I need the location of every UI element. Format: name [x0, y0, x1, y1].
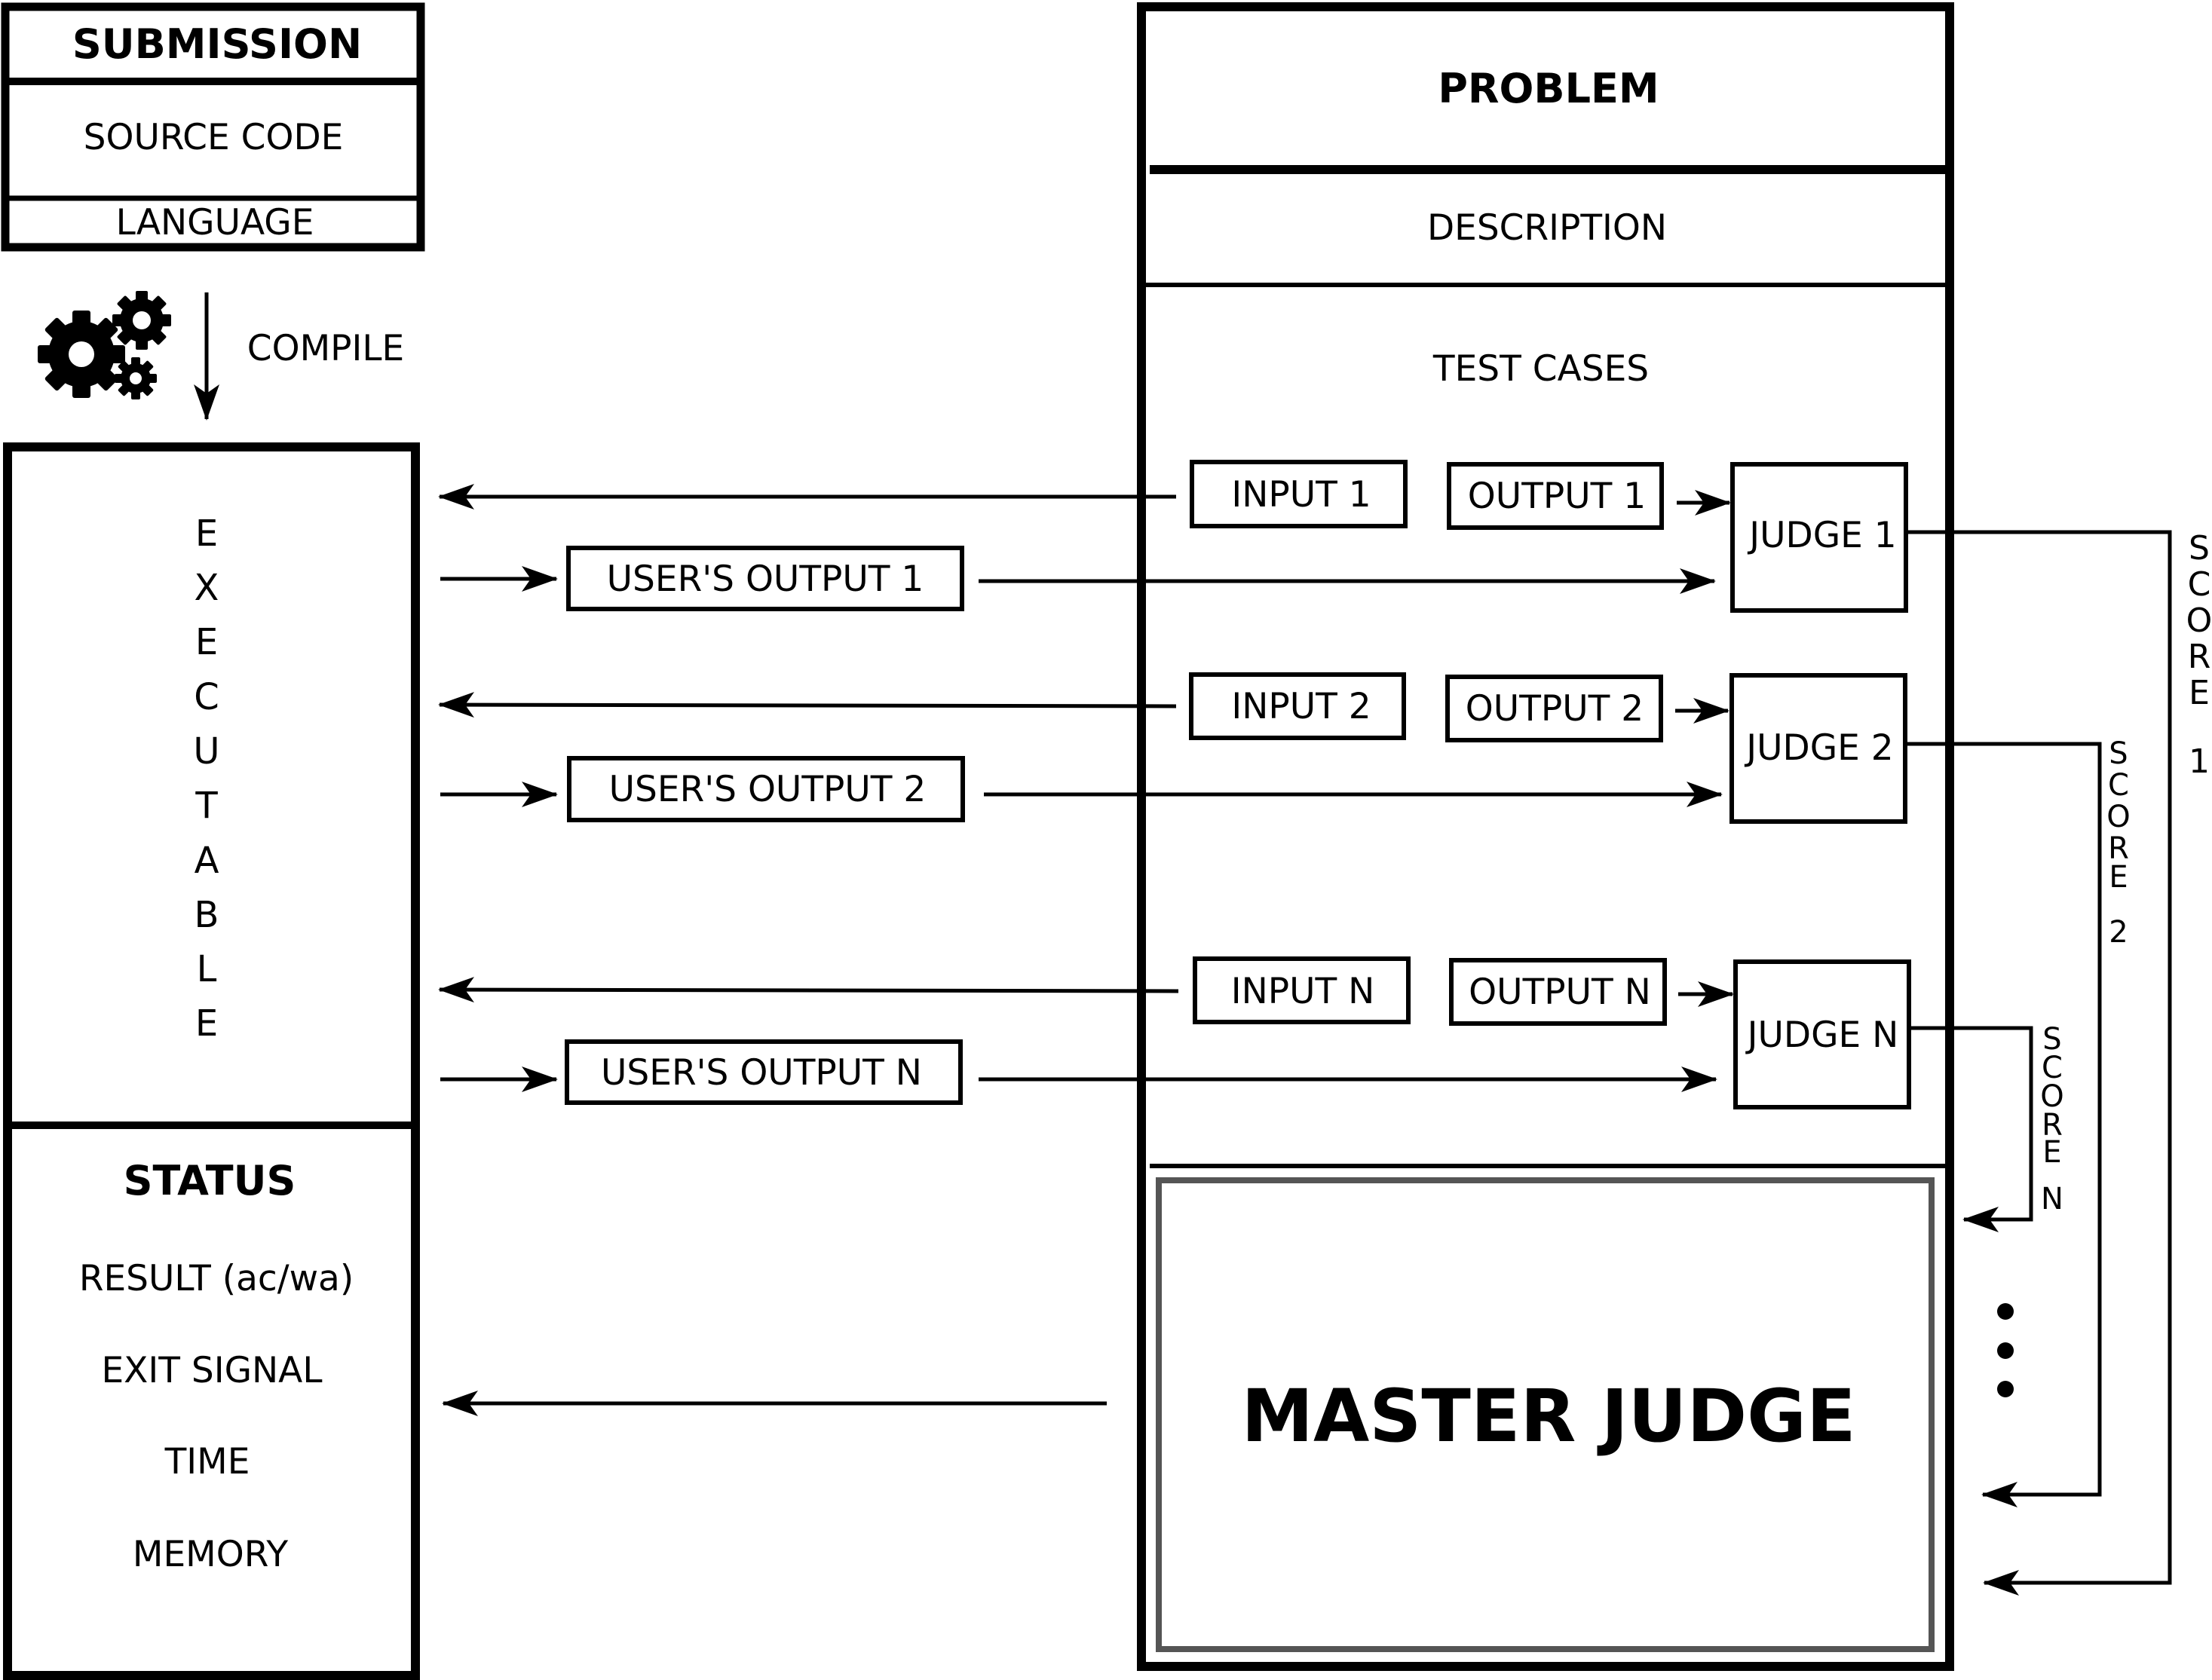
user-output-label: USER'S OUTPUT 2 [609, 769, 927, 810]
status-title: STATUS [124, 1157, 296, 1204]
input-label: INPUT 1 [1231, 474, 1371, 516]
problem-title: PROBLEM [1438, 65, 1659, 112]
input-box [1193, 956, 1411, 1024]
output-box [1449, 958, 1667, 1026]
score-letter: R [2188, 638, 2211, 676]
score-letter: R [2042, 1108, 2063, 1143]
score-index: N [2041, 1182, 2063, 1216]
score-letter: S [2042, 1022, 2061, 1057]
gears-icon [38, 291, 171, 399]
score-index: 1 [2189, 742, 2210, 781]
test-cases-label: TEST CASES [1432, 348, 1649, 390]
executable-letter: C [194, 676, 219, 718]
score-2-path [1907, 742, 2102, 1507]
score-letter: C [2042, 1051, 2063, 1085]
user-output-box [565, 1039, 963, 1105]
test-case-1: INPUT 1 OUTPUT 1 JUDGE 1 USER'S OUTPUT 1… [438, 460, 2212, 1596]
master-judge-box: MASTER JUDGE [1156, 1177, 1935, 1652]
judge-box [1733, 959, 1911, 1109]
judge-label: JUDGE N [1745, 1014, 1899, 1056]
ellipsis-icon [1997, 1303, 2014, 1397]
score-letter: C [2188, 565, 2211, 604]
description-label: DESCRIPTION [1427, 207, 1667, 249]
output-label: OUTPUT 2 [1466, 688, 1644, 730]
score-letter: E [2042, 1135, 2061, 1170]
score-n-path [1910, 1026, 2033, 1232]
executable-box: E X E C U T A B L E STATUS RESULT (ac/wa… [3, 442, 420, 1680]
score-letter: O [2040, 1079, 2063, 1114]
output-box [1447, 462, 1664, 530]
executable-letter: E [195, 1002, 218, 1045]
status-section: STATUS RESULT (ac/wa) EXIT SIGNAL TIME M… [79, 1157, 354, 1575]
score-n-label: S C O R E N [2040, 1022, 2063, 1216]
executable-letter: X [195, 567, 219, 609]
score-index: 2 [2109, 915, 2128, 950]
status-result: RESULT (ac/wa) [79, 1258, 354, 1299]
output-box [1445, 675, 1663, 742]
executable-label: E X E C U T A B L E [193, 513, 219, 1045]
output-label: OUTPUT 1 [1468, 476, 1646, 517]
language-label: LANGUAGE [116, 202, 314, 243]
input-arrow [438, 692, 1177, 718]
executable-letter: E [195, 513, 218, 555]
executable-letter: U [193, 730, 219, 773]
executable-letter: B [195, 894, 219, 936]
score-letter: C [2108, 768, 2129, 803]
status-exit-signal: EXIT SIGNAL [101, 1350, 322, 1391]
input-label: INPUT 2 [1231, 686, 1371, 727]
executable-letter: E [195, 621, 218, 663]
user-output-box [566, 546, 964, 611]
score-1-path [1907, 530, 2172, 1596]
input-box [1190, 460, 1408, 528]
output-label: OUTPUT N [1469, 972, 1651, 1013]
user-output-label: USER'S OUTPUT 1 [607, 558, 924, 600]
user-output-label: USER'S OUTPUT N [601, 1052, 922, 1094]
executable-letter: A [195, 840, 219, 882]
submission-box: SUBMISSION SOURCE CODE LANGUAGE [1, 2, 425, 252]
executable-letter: L [197, 948, 217, 990]
score-letter: E [2109, 860, 2128, 895]
submission-title: SUBMISSION [72, 20, 362, 68]
compile-label: COMPILE [247, 328, 404, 369]
score-1-label: S C O R E 1 [2186, 529, 2212, 781]
score-letter: O [2186, 601, 2212, 640]
score-letter: E [2189, 674, 2210, 712]
score-2-label: S C O R E 2 [2106, 736, 2130, 950]
input-box [1189, 672, 1406, 740]
judge-box [1730, 462, 1908, 613]
judge-box [1729, 673, 1907, 824]
source-code-label: SOURCE CODE [84, 117, 344, 158]
executable-letter: T [195, 785, 218, 827]
status-memory: MEMORY [133, 1534, 288, 1575]
input-arrow [438, 977, 1179, 1003]
input-label: INPUT N [1231, 971, 1375, 1012]
user-output-box [567, 756, 965, 822]
status-time: TIME [164, 1441, 250, 1483]
score-letter: S [2189, 529, 2210, 568]
score-letter: O [2106, 800, 2130, 834]
judge-label: JUDGE 2 [1744, 727, 1893, 769]
problem-box: PROBLEM DESCRIPTION TEST CASES [1137, 2, 1954, 1671]
test-case-2: INPUT 2 OUTPUT 2 JUDGE 2 USER'S OUTPUT 2… [438, 672, 2131, 1507]
master-judge-label: MASTER JUDGE [1241, 1374, 1855, 1458]
judge-label: JUDGE 1 [1747, 515, 1896, 556]
test-case-n: INPUT N OUTPUT N JUDGE N USER'S OUTPUT N… [438, 956, 2064, 1232]
score-letter: S [2109, 736, 2128, 771]
score-letter: R [2108, 831, 2129, 866]
